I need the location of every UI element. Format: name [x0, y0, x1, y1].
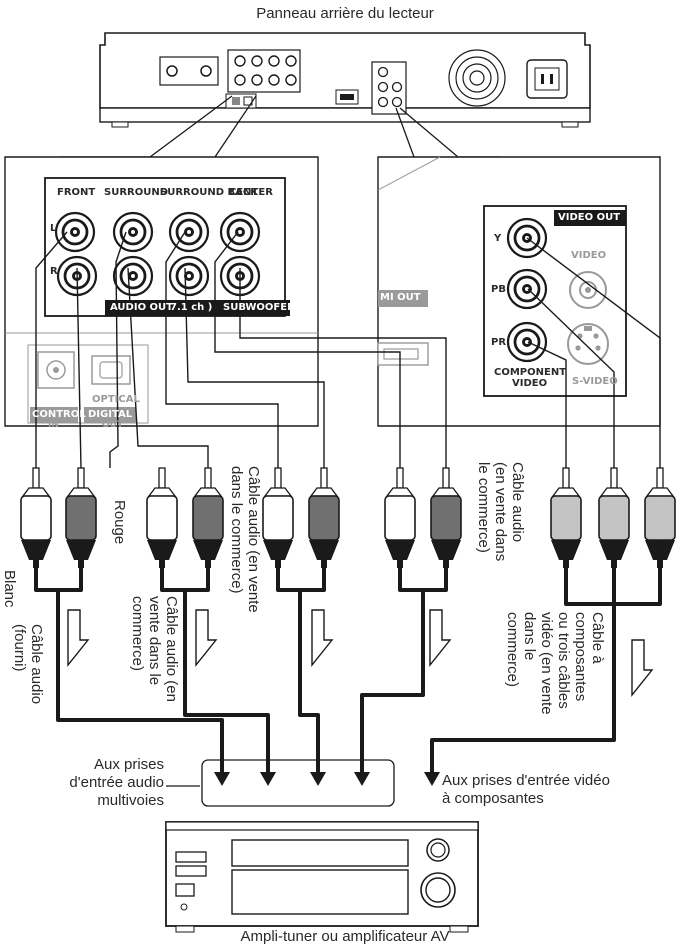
svideo-label: S-VIDEO [572, 376, 618, 387]
rca-jack [54, 211, 96, 253]
player-rear-panel [99, 32, 591, 128]
rouge-label: Rouge [111, 500, 128, 545]
audio-input-bracket [201, 759, 395, 807]
rca-jack [506, 321, 548, 363]
optical-label: OPTICAL [92, 394, 140, 405]
digital-out-label: OUT [102, 420, 124, 430]
audio-out-label: AUDIO OUT [110, 302, 173, 313]
cable-arrowheads [214, 772, 440, 786]
av-amplifier [165, 821, 479, 933]
audio-input-label-2: d'entrée audio [69, 774, 164, 791]
rca-jack [112, 211, 154, 253]
component-cable-label: Câble à composantes ou trois câbles vidé… [504, 612, 606, 715]
rca-jack [168, 211, 210, 253]
commercial-cable-label-2: Câble audio (en vente dans le commerce) [228, 466, 262, 613]
surround-label: SURROUND [104, 187, 169, 198]
rca-jack [112, 255, 154, 297]
pr-label: PR [491, 337, 507, 348]
rca-plug [146, 467, 178, 568]
audio-input-label-1: Aux prises [93, 756, 164, 773]
footer-label: Ampli-tuner ou amplificateur AV [240, 928, 450, 945]
supplied-cable-label: Câble audio (fourni) [11, 624, 45, 705]
blanc-label: Blanc [1, 570, 18, 608]
rca-plugs [20, 467, 676, 568]
audio-input-label-3: multivoies [97, 792, 164, 809]
rca-jack [168, 255, 210, 297]
rca-plug [65, 467, 97, 568]
control-in-label: IN [48, 420, 59, 430]
hdmi-out-label: MI OUT [380, 292, 421, 303]
commercial-cable-label-3: Câble audio (en vente dans le commerce) [475, 462, 526, 562]
rca-plug [550, 467, 582, 568]
y-label: Y [494, 233, 502, 244]
rca-plug [384, 467, 416, 568]
rca-plug [598, 467, 630, 568]
video-label: VIDEO [571, 250, 607, 261]
direction-arrows [67, 609, 654, 697]
left-channel-label: L [50, 223, 57, 234]
digital-label: DIGITAL [88, 409, 133, 420]
video-input-label-1: Aux prises d'entrée vidéo [442, 772, 610, 789]
control-label: CONTROL [32, 409, 86, 420]
right-channel-label: R [50, 266, 58, 277]
lower-cables [34, 566, 662, 775]
pb-label: PB [491, 284, 506, 295]
page-title: Panneau arrière du lecteur [256, 5, 434, 22]
rca-plug [430, 467, 462, 568]
cable-wires [35, 231, 661, 469]
rca-jack [219, 211, 261, 253]
center-label: CENTER [229, 187, 273, 198]
component-video-label: VIDEO [512, 378, 548, 389]
rca-plug [20, 467, 52, 568]
front-label: FRONT [57, 187, 96, 198]
component-label: COMPONENT [494, 367, 567, 378]
rca-jack [506, 268, 548, 310]
subwoofer-label: SUBWOOFER [223, 302, 295, 313]
video-out-label: VIDEO OUT [558, 212, 621, 223]
rca-plug [262, 467, 294, 568]
video-input-label-2: à composantes [442, 790, 544, 807]
surround-back-label: SURROUND BACK [160, 187, 258, 198]
rca-plug [192, 467, 224, 568]
rca-plug [308, 467, 340, 568]
rca-plug [644, 467, 676, 568]
commercial-cable-label-1: Câble audio (en vente dans le commerce) [129, 596, 180, 702]
channels-label: 7.1 ch ) [170, 302, 213, 313]
